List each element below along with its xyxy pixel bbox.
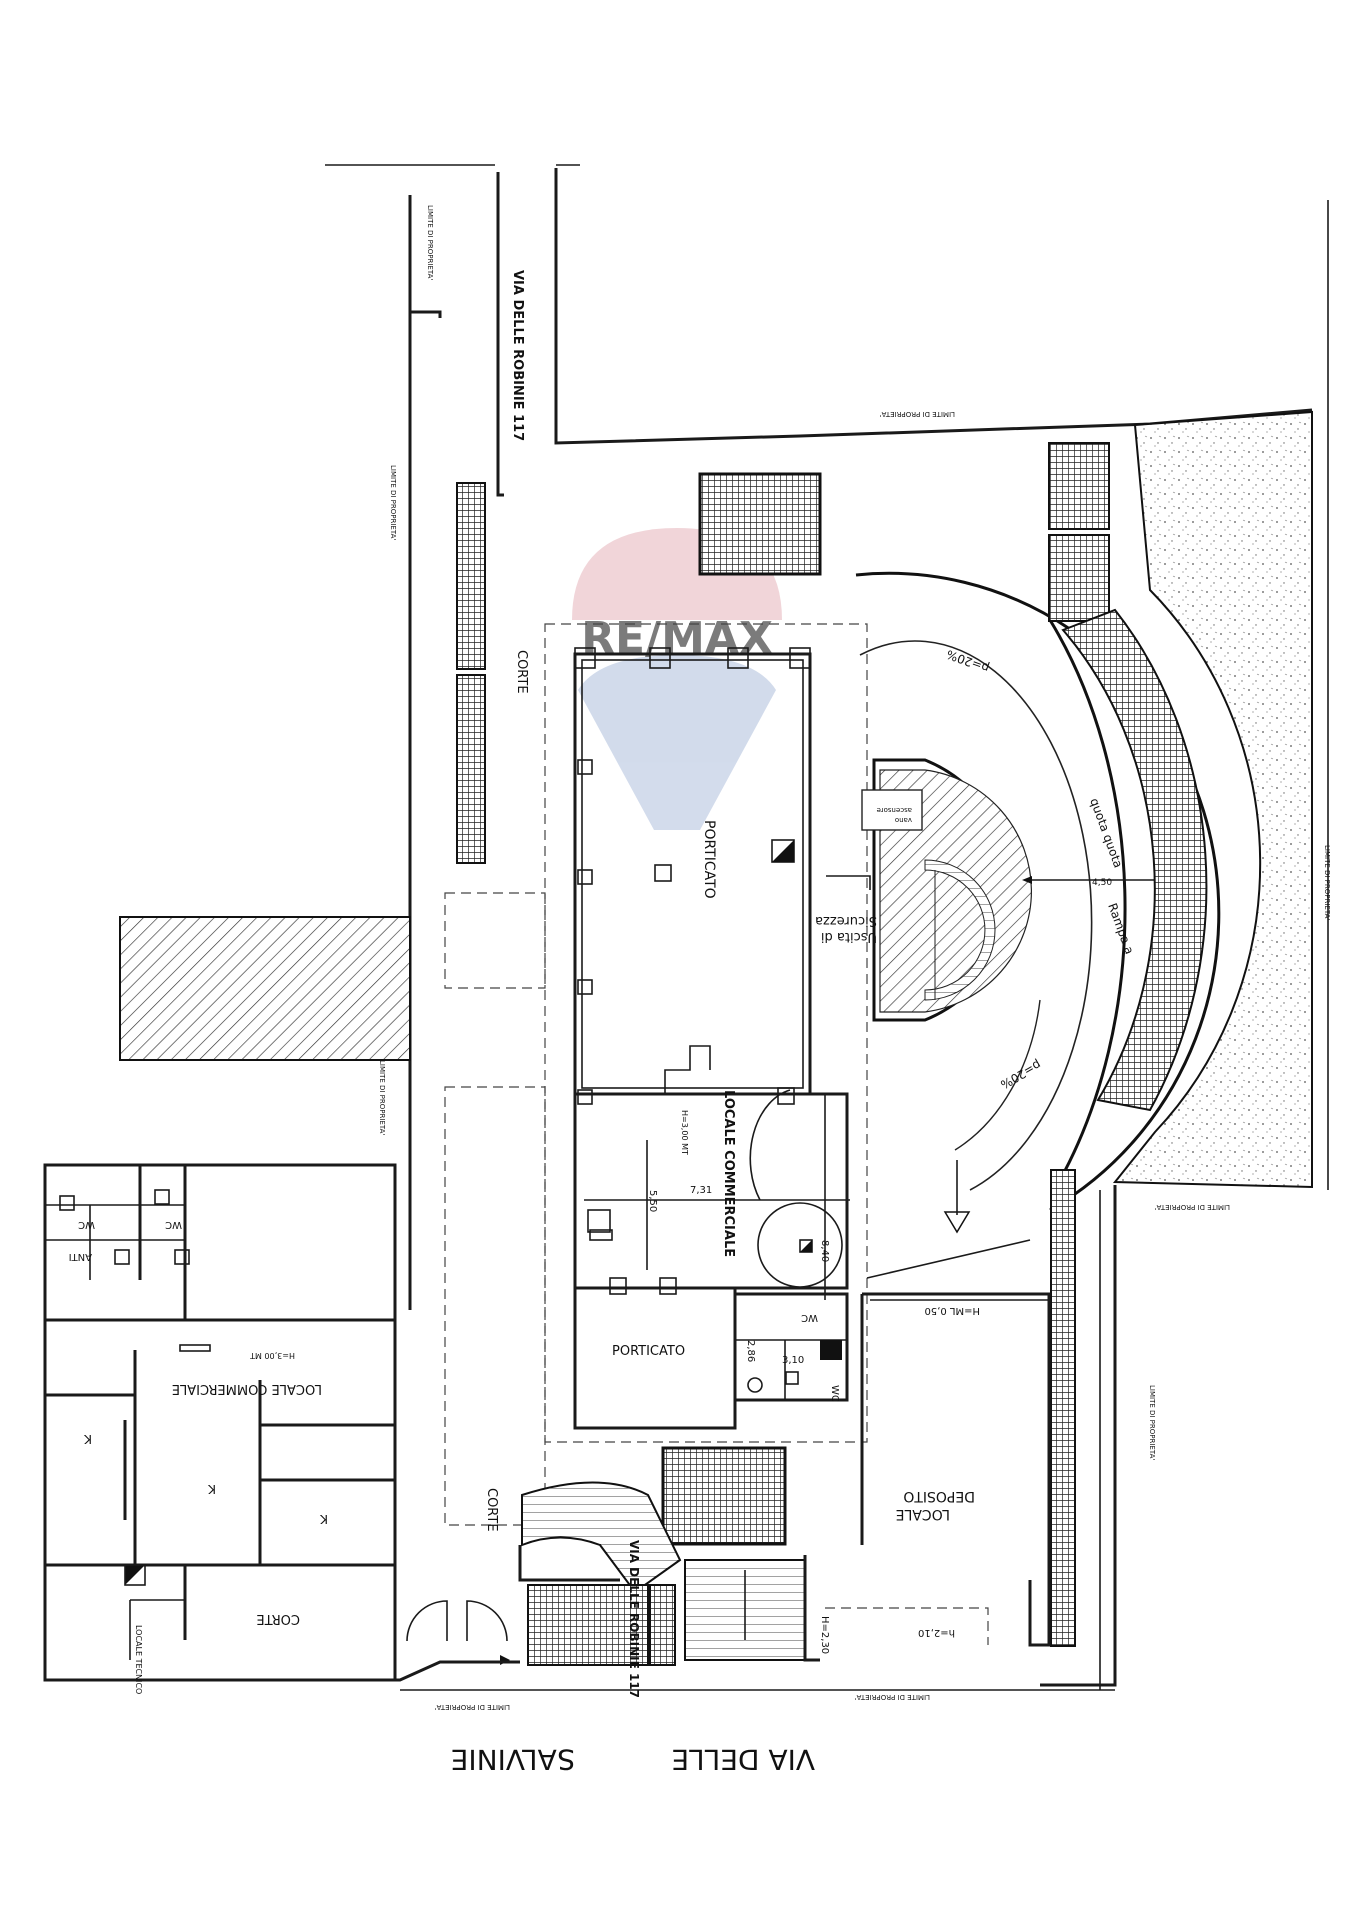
label-h-300-left: H=3,00 MT [250,1351,295,1360]
label-ascensore: ascensore [877,806,913,814]
bottom-boundary [45,1660,520,1682]
label-limite-9: LIMITE DI PROPRIETA' [855,1693,930,1701]
grating-bottom [661,1446,787,1546]
label-h-210: h=2,10 [918,1627,955,1638]
remax-logo-text: RE/MAX [581,613,773,664]
label-vano: vano [895,816,912,824]
planter-strip-right [1050,1169,1076,1647]
label-limite-3: LIMITE DI PROPRIETA' [378,1060,386,1135]
curved-planter [1061,608,1208,1112]
label-limite-2: LIMITE DI PROPRIETA' [389,465,397,540]
label-corte-bottom: CORTE [484,1488,499,1532]
label-street-salvinie: SALVINIE [451,1743,575,1776]
planter-right-1 [1048,442,1110,530]
corte-dashed-area [444,892,546,989]
label-k-2: K [207,1482,216,1496]
label-limite-1: LIMITE DI PROPRIETA' [426,205,434,280]
label-dim-310: 3,10 [782,1355,804,1366]
entrance-stair [406,1481,820,1666]
locale-commerciale-centre [573,1045,850,1300]
label-p20-top: p=20% [945,647,991,675]
grating-top [698,472,822,576]
label-dim-840: 8,40 [819,1240,830,1262]
label-p20-bottom: p=20% [998,1057,1043,1091]
label-street-via-delle: VIA DELLE [671,1743,815,1776]
label-porticato-lower: PORTICATO [612,1344,685,1359]
locale-deposito [825,1185,1117,1690]
label-corte-left: CORTE [256,1611,300,1626]
label-h-300-centre: H=3,00 MT [680,1110,689,1155]
left-courtyard [43,1563,397,1682]
emergency-stair [826,758,1032,1022]
label-h-ml: H=ML 0,50 [924,1305,980,1316]
label-dim-286: 2,86 [745,1340,756,1362]
label-h-230: H=2,30 [819,1616,830,1654]
label-dim-450: 4,50 [1092,878,1112,888]
label-corte-top: CORTE [514,650,529,694]
planter-right-2 [1048,534,1110,622]
label-limite-7: LIMITE DI PROPRIETA' [1148,1385,1156,1460]
label-rampa-1: Rampa a [1105,901,1136,956]
label-locale-commerciale-left: LOCALE COMMERCIALE [172,1381,322,1396]
remax-balloon-blue [578,655,776,830]
wc-block-centre [733,1292,849,1402]
garden-area [1112,410,1313,1189]
label-dim-731: 7,31 [690,1185,712,1196]
label-k-1: K [83,1432,92,1446]
label-locale-deposito-1: LOCALE [896,1506,950,1522]
label-limite-4: LIMITE DI PROPRIETA' [880,410,955,418]
access-road [325,164,1329,1310]
label-via-delle-robinie-top: VIA DELLE ROBINIE 117 [510,270,525,441]
corte-dashed-area-2 [444,1086,546,1526]
neighbour-building [119,916,411,1061]
planter-1 [456,482,486,670]
label-wc-1: WC [78,1219,95,1230]
label-sicurezza: Sicurezza [815,913,877,928]
building-outline-dashed [544,623,868,1443]
label-limite-5: LIMITE DI PROPRIETA' [1323,845,1331,920]
label-k-3: K [319,1512,328,1526]
label-wc-3: WC [801,1312,818,1323]
label-locale-commerciale-centre: LOCALE COMMERCIALE [721,1090,736,1257]
label-locale-tecnico: LOCALE TECNICO [134,1625,143,1694]
label-limite-6: LIMITE DI PROPRIETA' [1155,1203,1230,1211]
label-wc-2: WC [165,1219,182,1230]
label-locale-deposito-2: DEPOSITO [903,1488,975,1504]
label-dim-550: 5,50 [647,1190,658,1212]
left-building [43,1163,397,1567]
label-wc-4: WC [829,1385,840,1402]
label-limite-8: LIMITE DI PROPRIETA' [435,1703,510,1711]
planter-2 [456,674,486,864]
label-porticato-main: PORTICATO [701,820,717,899]
label-uscita: Uscita di [821,929,877,944]
label-anti: ANTI [69,1251,92,1262]
label-via-delle-robinie-bottom: VIA DELLE ROBINIE 117 [627,1540,641,1698]
